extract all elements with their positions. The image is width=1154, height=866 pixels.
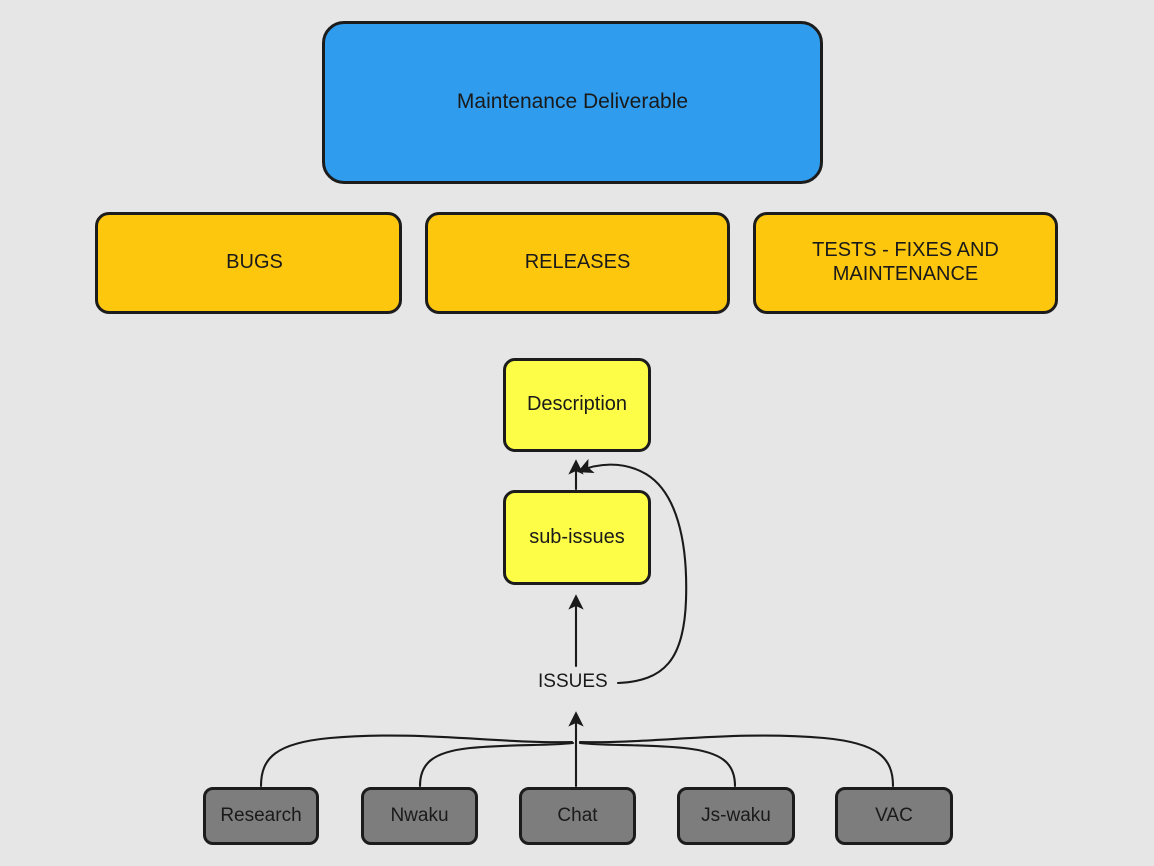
node-maintenance-deliverable[interactable]: Maintenance Deliverable (322, 21, 823, 184)
node-bugs[interactable]: BUGS (95, 212, 402, 314)
node-js-waku[interactable]: Js-waku (677, 787, 795, 845)
edge-research-to-issues (259, 734, 574, 788)
edge-nwaku-to-issues (418, 741, 575, 788)
node-vac[interactable]: VAC (835, 787, 953, 845)
node-releases-label: RELEASES (524, 251, 631, 274)
node-nwaku-label: Nwaku (390, 804, 449, 826)
edge-vac-to-issues (578, 734, 895, 788)
node-maintenance-deliverable-label: Maintenance Deliverable (456, 90, 689, 114)
node-js-waku-label: Js-waku (701, 804, 771, 826)
node-tests-fixes-and-maintenance[interactable]: TESTS - FIXES AND MAINTENANCE (753, 212, 1058, 314)
edge-label-issues: ISSUES (536, 671, 610, 693)
edge-issues-curve-to-description (577, 458, 688, 685)
node-releases[interactable]: RELEASES (425, 212, 730, 314)
node-tests-fixes-and-maintenance-label: TESTS - FIXES AND MAINTENANCE (812, 239, 999, 285)
edge-jswaku-to-issues (578, 741, 737, 788)
node-vac-label: VAC (875, 804, 913, 826)
node-description-label: Description (526, 393, 628, 416)
node-bugs-label: BUGS (226, 251, 283, 274)
node-chat[interactable]: Chat (519, 787, 636, 845)
node-nwaku[interactable]: Nwaku (361, 787, 478, 845)
node-research[interactable]: Research (203, 787, 319, 845)
node-sub-issues-label: sub-issues (529, 525, 625, 548)
node-sub-issues[interactable]: sub-issues (503, 490, 651, 585)
node-chat-label: Chat (557, 804, 598, 826)
node-description[interactable]: Description (503, 358, 651, 452)
node-research-label: Research (220, 804, 302, 826)
